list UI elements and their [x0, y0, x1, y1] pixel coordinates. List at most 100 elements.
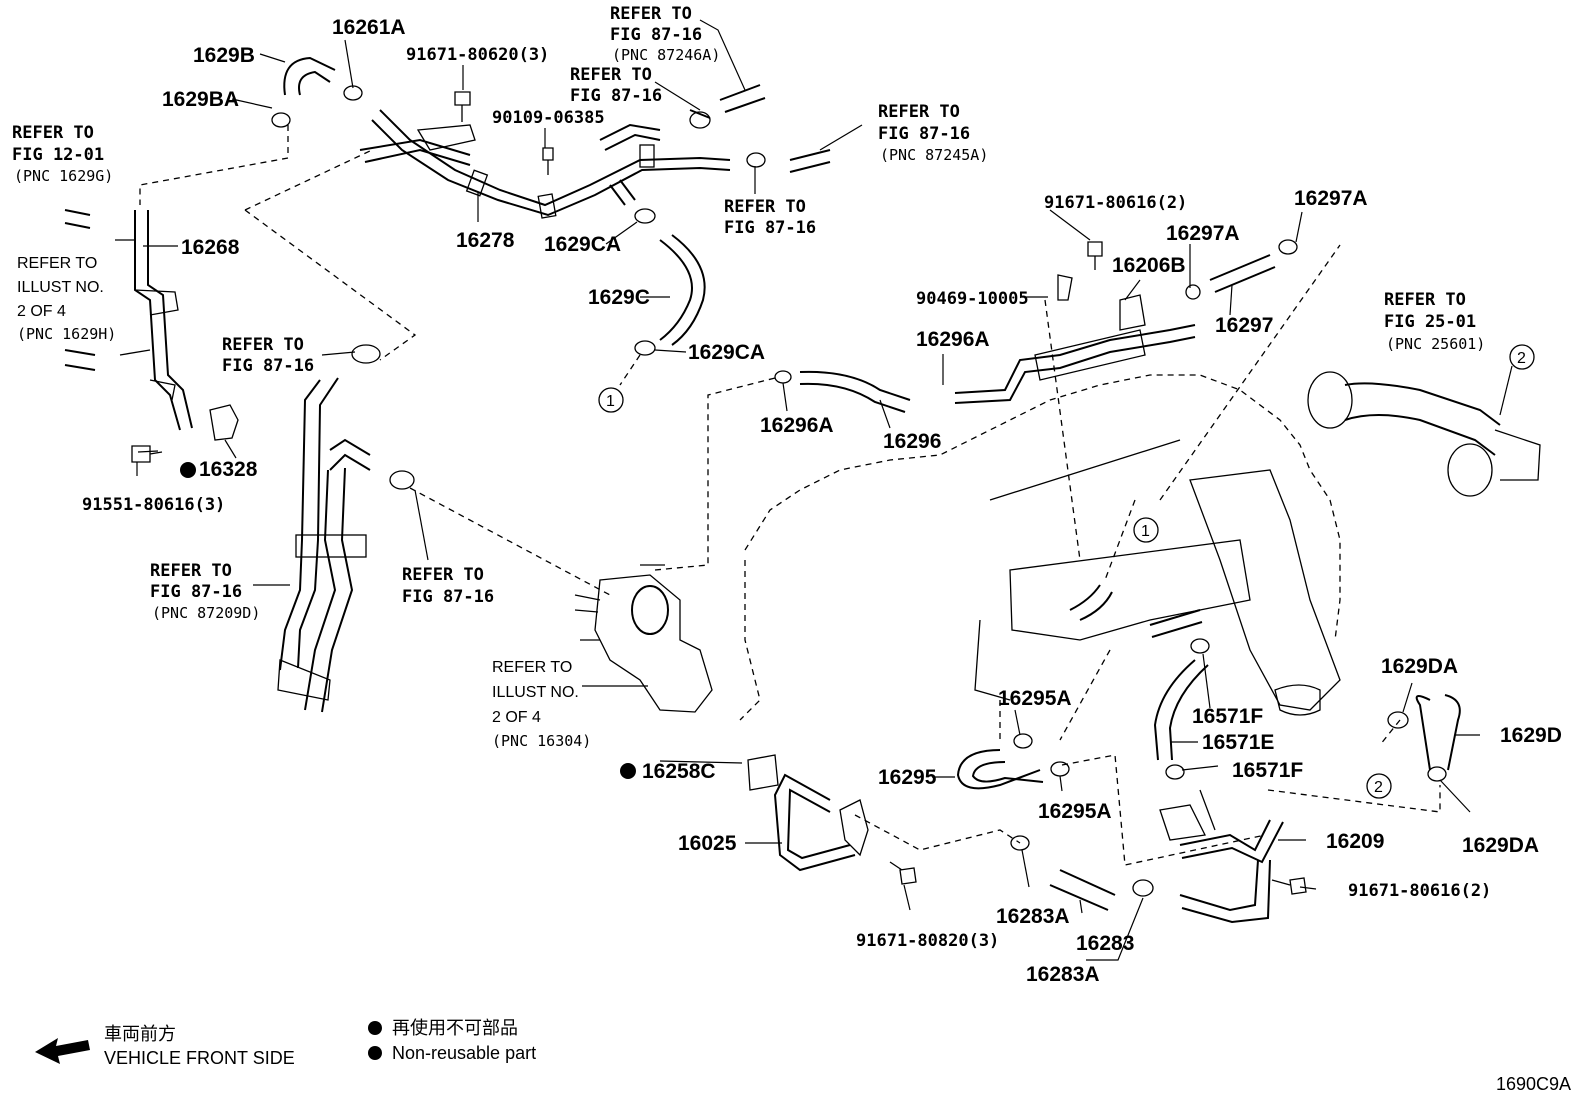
label-1629BA: 1629BA — [162, 88, 239, 111]
part-labels: 1629B 16261A 1629BA 16268 16278 1629CA 1… — [82, 16, 1562, 986]
label-16296: 16296 — [883, 430, 941, 453]
label-91671-80620: 91671-80620(3) — [406, 45, 549, 65]
hose-1629D — [1415, 695, 1431, 771]
label-91551-80616: 91551-80616(3) — [82, 495, 225, 515]
vehicle-front-arrow-icon — [35, 1038, 90, 1064]
pipe-16268 — [115, 210, 193, 431]
ref-87209D-line2: FIG 87-16 — [150, 582, 242, 602]
water-inlet-housing — [574, 564, 713, 713]
label-16296A-right: 16296A — [916, 328, 990, 351]
label-16295A-top: 16295A — [998, 687, 1072, 710]
label-1629D: 1629D — [1500, 724, 1562, 747]
label-16025: 16025 — [678, 832, 737, 855]
legend-bullet-en — [368, 1046, 382, 1060]
label-16261A: 16261A — [332, 16, 406, 39]
hose-16296 — [799, 370, 911, 401]
ref-87246A-line2: FIG 87-16 — [610, 25, 702, 45]
ref-fig87-16-c-line1: REFER TO — [222, 335, 304, 355]
label-16295: 16295 — [878, 766, 937, 789]
ref-fig87-16-b-line1: REFER TO — [724, 197, 806, 217]
ref-1629H-line1: REFER TO — [17, 255, 97, 272]
legend-nonreusable-jp: 再使用不可部品 — [392, 1018, 518, 1038]
refer-notes: REFER TO FIG 87-16 (PNC 87246A) REFER TO… — [12, 4, 1485, 750]
label-16283: 16283 — [1076, 932, 1134, 955]
label-1629C: 1629C — [588, 286, 650, 309]
ref-circle-1-right — [1133, 517, 1159, 543]
ref-1629H-line3: 2 OF 4 — [17, 303, 66, 320]
ref-25601-line1: REFER TO — [1384, 290, 1466, 310]
figure-id: 1690C9A — [1496, 1074, 1571, 1094]
hose-16297 — [1214, 266, 1276, 293]
label-16328: 16328 — [199, 458, 258, 481]
ref-16304-line1: REFER TO — [492, 659, 572, 676]
label-91671-80616-bottom: 91671-80616(2) — [1348, 881, 1491, 901]
egr-pipe-25601 — [1307, 371, 1541, 497]
ref-1629G-line2: FIG 12-01 — [12, 145, 104, 165]
ref-16304-line4: (PNC 16304) — [492, 732, 591, 750]
hose-16571E — [1153, 659, 1196, 761]
ref-circle-numbers: 1 1 2 2 — [606, 350, 1526, 796]
label-91671-80820: 91671-80820(3) — [856, 931, 999, 951]
hose-1629B — [283, 56, 336, 96]
legend-front-en: VEHICLE FRONT SIDE — [104, 1048, 295, 1068]
label-1629DA-top: 1629DA — [1381, 655, 1458, 678]
hose-1629C — [659, 239, 693, 341]
ref-fig87-16-a-line2: FIG 87-16 — [570, 86, 662, 106]
ref-1629H-line4: (PNC 1629H) — [17, 325, 116, 343]
bypass-pipe-16278 — [359, 109, 731, 219]
ref-fig87-16-d-line1: REFER TO — [402, 565, 484, 585]
ref-87246A-line3: (PNC 87246A) — [612, 46, 720, 64]
label-16297A-left: 16297A — [1166, 222, 1240, 245]
ref-16304-line2: ILLUST NO. — [492, 684, 579, 701]
ref-circle-1-left-text: 1 — [606, 393, 615, 410]
hose-16295 — [956, 749, 1041, 790]
label-1629CA-bottom: 1629CA — [688, 341, 765, 364]
label-90109-06385: 90109-06385 — [492, 108, 605, 128]
ref-1629H-line2: ILLUST NO. — [17, 279, 104, 296]
label-16278: 16278 — [456, 229, 515, 252]
legend-front-jp: 車両前方 — [104, 1024, 176, 1044]
ref-16304-line3: 2 OF 4 — [492, 709, 541, 726]
label-16283A-top: 16283A — [996, 905, 1070, 928]
ref-circle-2-top — [1509, 344, 1535, 370]
bolts — [454, 91, 1307, 895]
legend: 車両前方 VEHICLE FRONT SIDE 再使用不可部品 Non-reus… — [104, 1018, 1571, 1094]
label-16297A-right: 16297A — [1294, 187, 1368, 210]
gasket-16328 — [209, 404, 239, 441]
ref-circle-1-left — [598, 387, 624, 413]
legend-nonreusable-en: Non-reusable part — [392, 1043, 536, 1063]
ref-fig87-16-d-line2: FIG 87-16 — [402, 587, 494, 607]
ref-1629G-line3: (PNC 1629G) — [14, 167, 113, 185]
label-16571F-top: 16571F — [1192, 705, 1263, 728]
label-16571E: 16571E — [1202, 731, 1274, 754]
label-16283A-bottom: 16283A — [1026, 963, 1100, 986]
label-16209: 16209 — [1326, 830, 1384, 853]
ref-circles — [598, 344, 1535, 799]
ref-25601-line2: FIG 25-01 — [1384, 312, 1476, 332]
ref-circle-1-right-text: 1 — [1141, 523, 1150, 540]
ref-25601-line3: (PNC 25601) — [1386, 335, 1485, 353]
ref-fig87-16-c-line2: FIG 87-16 — [222, 356, 314, 376]
label-16571F-bottom: 16571F — [1232, 759, 1303, 782]
label-91671-80616-top: 91671-80616(2) — [1044, 193, 1187, 213]
label-90469-10005: 90469-10005 — [916, 289, 1029, 309]
label-1629B: 1629B — [193, 44, 255, 67]
ref-fig87-16-a-line1: REFER TO — [570, 65, 652, 85]
label-16296A-left: 16296A — [760, 414, 834, 437]
line-art — [35, 19, 1541, 1064]
label-16206B: 16206B — [1112, 254, 1186, 277]
nonreusable-bullet-16328 — [180, 462, 196, 478]
ref-87246A-line1: REFER TO — [610, 4, 692, 24]
ref-87209D-line1: REFER TO — [150, 561, 232, 581]
reference-lines — [139, 125, 1441, 866]
label-1629CA-top: 1629CA — [544, 233, 621, 256]
label-16297: 16297 — [1215, 314, 1273, 337]
legend-bullet-jp — [368, 1021, 382, 1035]
pipe-16025 — [747, 754, 869, 872]
label-1629DA-bottom: 1629DA — [1462, 834, 1539, 857]
ref-87245A-line1: REFER TO — [878, 102, 960, 122]
ref-circle-2-bottom-text: 2 — [1374, 779, 1383, 796]
label-16258C: 16258C — [642, 760, 716, 783]
nonreusable-bullet-16258C — [620, 763, 636, 779]
